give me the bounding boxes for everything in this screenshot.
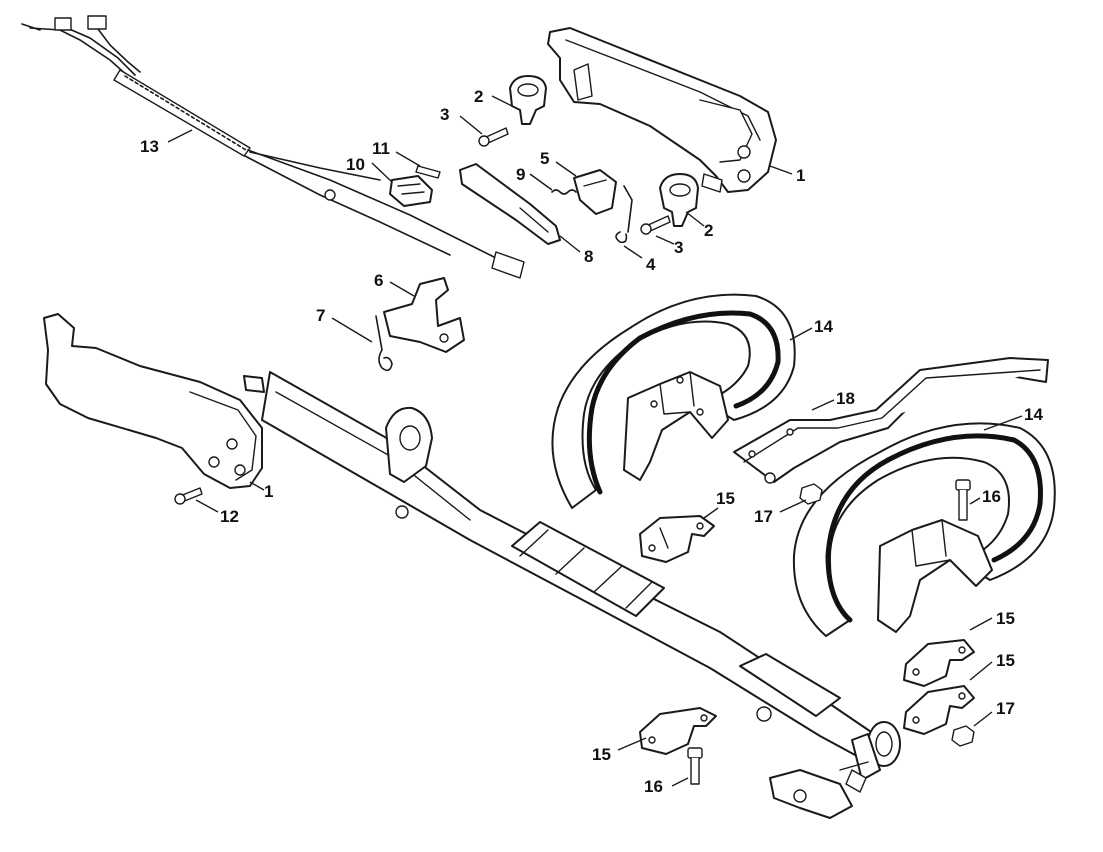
clamp-part-2-lower <box>659 173 699 227</box>
handle-housing-part-1-upper <box>547 27 777 193</box>
loop-handle-part-14-lower <box>792 422 1056 637</box>
callout-13: 13 <box>140 137 159 156</box>
screw-part-3-upper <box>478 127 509 147</box>
callout-labels: 13 10 11 9 5 8 4 3 2 1 2 3 6 7 1 12 14 1… <box>140 87 1043 796</box>
clamp-part-2-upper <box>509 75 547 125</box>
callout-14-lower: 14 <box>1024 405 1043 424</box>
callout-1-upper: 1 <box>796 166 805 185</box>
nut-part-17-lower <box>951 725 975 747</box>
callout-11: 11 <box>372 139 390 158</box>
wire-spring-part-4 <box>615 185 633 244</box>
callout-16-upper: 16 <box>982 487 1001 506</box>
callout-4: 4 <box>646 255 656 274</box>
trigger-part-6 <box>383 277 465 353</box>
torsion-spring-part-7 <box>375 315 393 372</box>
throttle-lever-part-8 <box>459 163 561 245</box>
wiring-harness <box>21 15 525 279</box>
screw-part-3-lower <box>640 215 671 235</box>
callout-2-upper: 2 <box>474 87 483 106</box>
callout-15-b: 15 <box>996 609 1015 628</box>
callout-17-lower: 17 <box>996 699 1015 718</box>
slide-part-5 <box>573 169 617 215</box>
callout-2-lower: 2 <box>704 221 713 240</box>
clamp-part-15-d <box>639 707 717 755</box>
callout-1-lower: 1 <box>264 482 273 501</box>
clamp-part-15-b <box>903 639 975 687</box>
callout-18: 18 <box>836 389 855 408</box>
screw-part-12 <box>174 487 203 505</box>
callout-9: 9 <box>516 165 525 184</box>
barrier-bar-part-18 <box>733 357 1049 484</box>
callout-16-lower: 16 <box>644 777 663 796</box>
leader-lines <box>167 95 1023 787</box>
clamp-part-15-a <box>639 515 715 563</box>
callout-5: 5 <box>540 149 549 168</box>
clamp-part-15-c <box>903 685 975 735</box>
spring-part-9 <box>551 189 577 195</box>
drive-tube <box>243 371 901 819</box>
loop-handle-part-14-upper <box>551 293 796 509</box>
bolt-part-16-upper <box>955 479 971 521</box>
strip-part-11 <box>415 165 441 179</box>
callout-3-lower: 3 <box>674 238 683 257</box>
callout-12: 12 <box>220 507 239 526</box>
callout-15-d: 15 <box>592 745 611 764</box>
nut-part-17-upper <box>799 483 823 505</box>
callout-10: 10 <box>346 155 365 174</box>
callout-8: 8 <box>584 247 593 266</box>
callout-15-c: 15 <box>996 651 1015 670</box>
callout-7: 7 <box>316 306 325 325</box>
callout-15-a: 15 <box>716 489 735 508</box>
callout-17-upper: 17 <box>754 507 773 526</box>
contact-part-10 <box>389 175 433 207</box>
callout-6: 6 <box>374 271 383 290</box>
handle-housing-part-1-lower <box>43 313 263 489</box>
callout-14-upper: 14 <box>814 317 833 336</box>
callout-3-upper: 3 <box>440 105 449 124</box>
bolt-part-16-lower <box>687 747 703 785</box>
